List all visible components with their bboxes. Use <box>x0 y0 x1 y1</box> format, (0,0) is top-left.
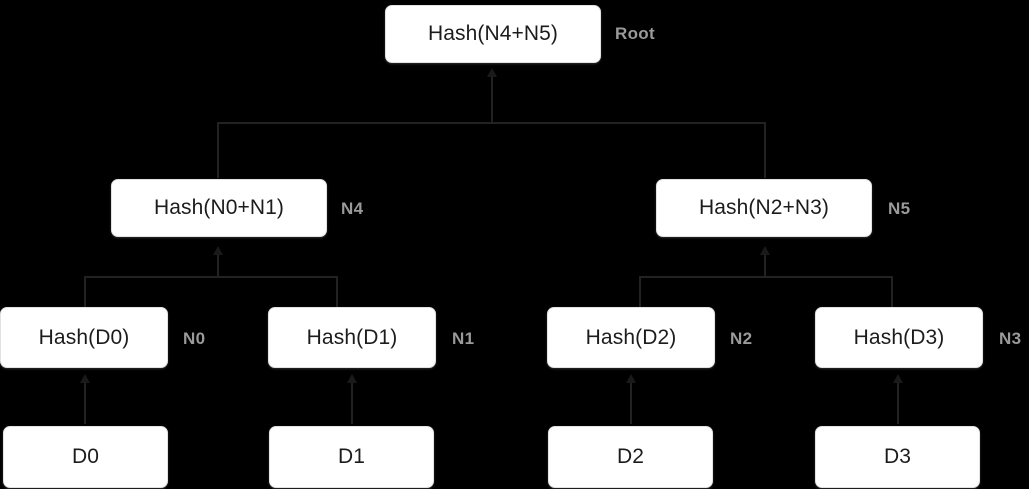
node-d2[interactable]: D2 <box>548 426 713 488</box>
edge-drop-to-hash-d0 <box>84 276 86 308</box>
edge-drop-to-hash-d3 <box>891 276 893 308</box>
arrowhead-left-subtree-to-n4 <box>213 246 223 255</box>
node-n4[interactable]: Hash(N0+N1) <box>111 179 327 237</box>
node-n0[interactable]: Hash(D0) <box>0 307 168 368</box>
edge-drop-to-hash-d2 <box>639 276 641 308</box>
edge-d2-to-hash-d2 <box>630 382 632 424</box>
edge-d1-to-hash-d1 <box>351 382 353 424</box>
edge-drop-to-hash-d1 <box>336 276 338 308</box>
arrowhead-right-subtree-to-n5 <box>760 246 770 255</box>
edge-drop-to-n5 <box>764 122 766 178</box>
node-d0[interactable]: D0 <box>3 426 168 488</box>
tag-n5: N5 <box>888 199 911 218</box>
edge-children-to-root <box>491 77 493 123</box>
tag-n0: N0 <box>183 329 206 348</box>
edge-bus-root <box>217 122 766 124</box>
tag-root: Root <box>615 24 655 43</box>
node-d0-label: D0 <box>71 445 100 468</box>
node-n1[interactable]: Hash(D1) <box>268 307 436 368</box>
node-d3[interactable]: D3 <box>815 426 980 488</box>
edge-left-subtree-to-n4 <box>217 254 219 278</box>
node-n5-label: Hash(N2+N3) <box>698 196 830 219</box>
edge-bus-right-subtree <box>639 276 893 278</box>
node-n2-label: Hash(D2) <box>585 325 677 349</box>
node-n3-label: Hash(D3) <box>853 325 945 349</box>
edge-drop-to-n4 <box>217 122 219 178</box>
arrowhead-d2-to-hash-d2 <box>626 374 636 383</box>
node-n0-label: Hash(D0) <box>38 325 130 349</box>
node-d1[interactable]: D1 <box>269 426 434 488</box>
edge-d0-to-hash-d0 <box>84 382 86 424</box>
node-d1-label: D1 <box>337 445 366 468</box>
node-n3[interactable]: Hash(D3) <box>815 307 983 368</box>
node-n5[interactable]: Hash(N2+N3) <box>656 179 872 237</box>
tag-n2: N2 <box>730 329 753 348</box>
edge-bus-left-subtree <box>84 276 338 278</box>
edge-d3-to-hash-d3 <box>897 382 899 424</box>
node-d2-label: D2 <box>616 445 645 468</box>
arrowhead-d3-to-hash-d3 <box>893 374 903 383</box>
node-n2[interactable]: Hash(D2) <box>547 307 715 368</box>
node-n1-label: Hash(D1) <box>306 325 398 349</box>
edge-right-subtree-to-n5 <box>764 254 766 278</box>
tag-n4: N4 <box>341 199 364 218</box>
arrowhead-d0-to-hash-d0 <box>80 374 90 383</box>
node-root[interactable]: Hash(N4+N5) <box>385 5 601 63</box>
tag-n3: N3 <box>999 329 1022 348</box>
arrowhead-children-to-root <box>487 68 497 77</box>
node-d3-label: D3 <box>883 445 912 468</box>
tag-n1: N1 <box>452 329 475 348</box>
node-n4-label: Hash(N0+N1) <box>153 196 285 219</box>
node-root-label: Hash(N4+N5) <box>427 22 559 45</box>
arrowhead-d1-to-hash-d1 <box>347 374 357 383</box>
